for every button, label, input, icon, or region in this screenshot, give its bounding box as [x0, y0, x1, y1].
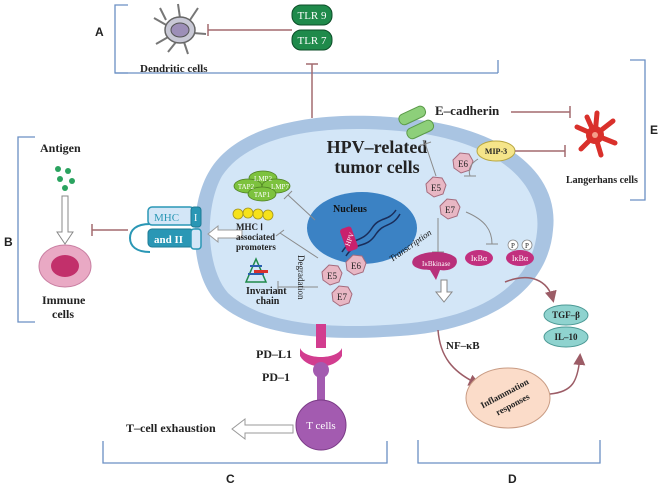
lmp7-label: LMP7	[271, 183, 289, 191]
mhc-promoters-label-1: MHC Ⅰ	[236, 222, 263, 232]
phospho-p1-label: P	[511, 242, 515, 250]
tumor-title-2: tumor cells	[334, 157, 419, 177]
pdl1-label: PD–L1	[256, 347, 292, 361]
ikba-label-2: IκBα	[512, 254, 529, 263]
pd1-label: PD–1	[262, 370, 290, 384]
nucleus-label: Nucleus	[333, 204, 367, 215]
tgfb-label: TGF–β	[552, 310, 580, 320]
ikba-oval-2	[506, 250, 534, 266]
antigen-label: Antigen	[40, 141, 81, 155]
tcells-label: T cells	[306, 420, 335, 432]
inflammation-oval	[465, 367, 551, 429]
inflammation-to-cytokines-arrow	[549, 353, 586, 395]
e7-right-label: E7	[445, 205, 455, 215]
e-proteins-left	[321, 254, 367, 307]
ikbkinase-label: IκBkinase	[422, 260, 450, 268]
bracket-a	[114, 4, 499, 74]
mhc-promoters-label-2: associated	[236, 232, 275, 242]
panel-label-e: E	[650, 123, 658, 137]
pdl1-receptor	[300, 348, 342, 367]
invariant-chain-label-2: chain	[256, 296, 280, 307]
e5-left-label: E5	[327, 271, 337, 281]
tcell-body	[295, 399, 347, 451]
tlr9-label: TLR 9	[297, 10, 327, 22]
pdl1-stem	[316, 324, 326, 348]
t-exhaustion-arrow	[231, 417, 294, 441]
il10-oval	[543, 326, 589, 348]
nfkb-release-arrow	[434, 279, 454, 303]
bracket-c	[102, 441, 388, 464]
nfkb-label: NF–κB	[446, 340, 480, 352]
tlr7-box	[291, 29, 333, 51]
t-exhaustion-label: T–cell exhaustion	[126, 421, 216, 435]
mhc-label: MHC	[154, 212, 179, 224]
immune-cells-label-2: cells	[52, 307, 74, 321]
nfkb-to-inflammation-arrow	[437, 329, 481, 386]
mhc-i-label: I	[194, 213, 197, 224]
antigen-presentation-arrow	[56, 195, 74, 245]
e-proteins-right	[425, 152, 474, 220]
panel-label-d: D	[508, 472, 517, 486]
ikba-oval-1	[465, 250, 493, 266]
mip3-label: MIP-3	[485, 147, 507, 156]
tap2-label: TAP2	[238, 183, 255, 191]
mhc-complex	[128, 206, 202, 253]
lmp2-label: LMP2	[254, 175, 272, 183]
ikbkinase-shape	[412, 252, 457, 280]
tap1-label: TAP1	[254, 191, 271, 199]
bracket-d	[417, 440, 601, 464]
langerhans-cell-icon	[574, 110, 618, 158]
pd1-stem	[317, 376, 325, 400]
nucleus	[307, 192, 417, 264]
dendritic-cells-label: Dendritic cells	[140, 63, 208, 75]
invariant-chain-icon	[244, 257, 268, 283]
hpv-dna-box	[340, 226, 358, 252]
e-cadherin-icon	[398, 105, 435, 140]
e7-left-label: E7	[337, 292, 347, 302]
invariant-chain-label-1: Invariant	[246, 286, 287, 297]
tgfb-oval	[543, 304, 589, 326]
antigen-particles	[55, 166, 75, 191]
immune-cells-label-1: Immune	[42, 293, 86, 307]
phospho-p2	[521, 239, 533, 251]
degradation-label: Degradation	[296, 255, 306, 300]
ikba-label-1: IκBα	[471, 254, 488, 263]
mhc-export-arrow	[207, 224, 243, 244]
e-cadherin-label: E–cadherin	[435, 103, 500, 118]
panel-label-c: C	[226, 472, 235, 486]
tlr9-box	[291, 4, 333, 26]
langerhans-label: Langerhans cells	[566, 175, 638, 186]
e-to-lmp-line	[287, 194, 316, 221]
mhc-promoter-beads	[232, 207, 274, 221]
phospho-p1	[507, 239, 519, 251]
e6-left-label: E6	[351, 261, 361, 271]
dendritic-cell-icon	[153, 3, 207, 55]
lmp-tap-cluster	[233, 170, 291, 202]
mhc-promoters-label-3: promoters	[236, 242, 276, 252]
tlr7-label: TLR 7	[297, 35, 327, 47]
phospho-p2-label: P	[525, 242, 529, 250]
panel-label-a: A	[95, 25, 104, 39]
tumor-title-1: HPV–related	[327, 137, 428, 157]
il10-label: IL–10	[554, 332, 578, 342]
nfkb-to-cytokines-arrow	[504, 277, 557, 303]
bracket-b	[17, 136, 35, 323]
immune-cell-icon	[38, 244, 92, 288]
e6-right-label: E6	[458, 159, 468, 169]
e5-right-label: E5	[431, 183, 441, 193]
mhc-and-ii-label: and II	[154, 234, 183, 246]
pd1-head	[313, 362, 329, 378]
panel-label-b: B	[4, 235, 13, 249]
bracket-e	[630, 59, 646, 201]
